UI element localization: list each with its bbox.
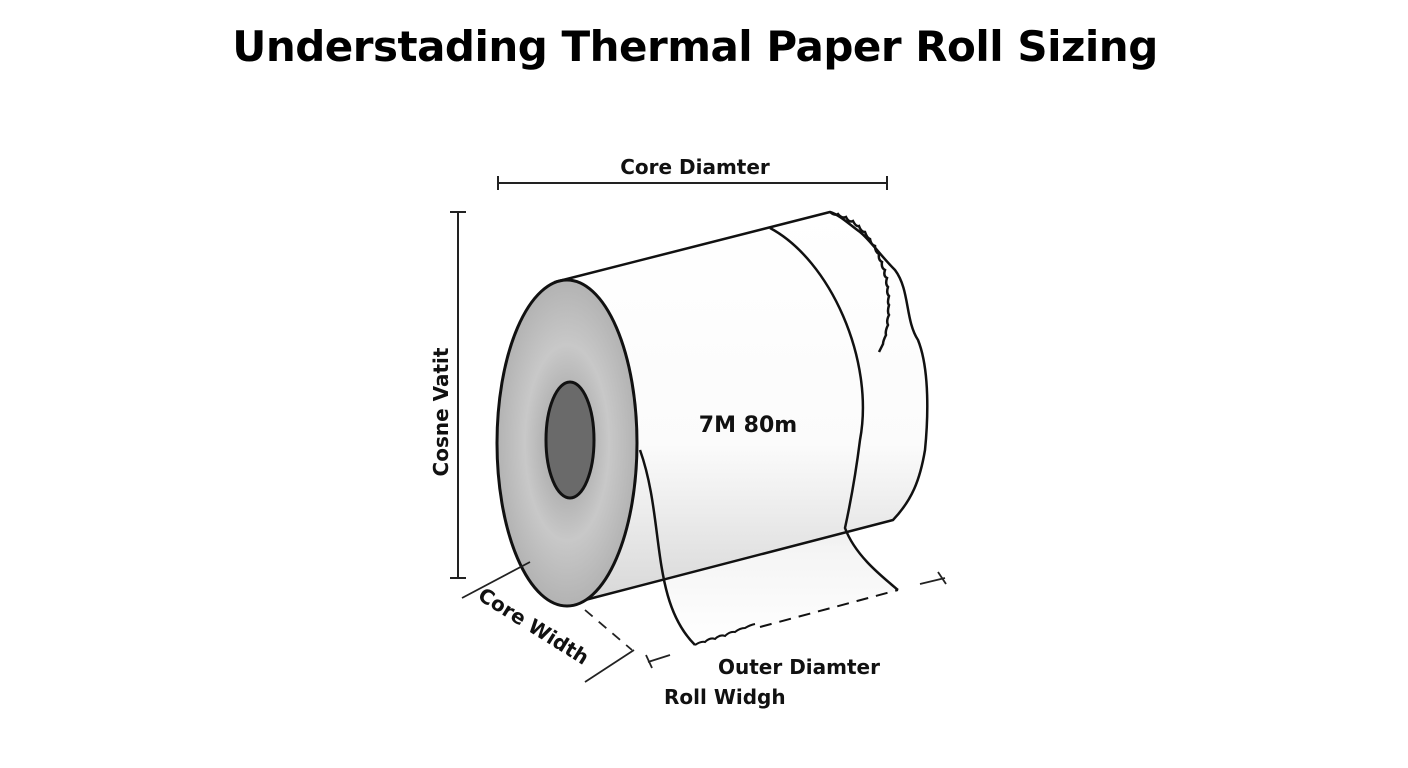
left-dimension-label: Cosne Vatit: [429, 347, 453, 476]
paper-left-edge: [638, 449, 696, 646]
roll-inner-edge: [769, 226, 899, 591]
paper-dashed-edge: [759, 589, 899, 628]
roll-width-label: Roll Widgh: [664, 685, 786, 709]
paper-bottom-edge: [694, 623, 756, 646]
top-dimension-label: Core Diamter: [620, 155, 770, 179]
core-width-dimension-line: [461, 561, 635, 683]
left-dimension-line: [450, 211, 466, 579]
roll-body: [553, 210, 929, 602]
outer-dimension-line: [645, 571, 947, 669]
top-dimension-line: [497, 176, 888, 190]
diagram-title: Understading Thermal Paper Roll Sizing: [232, 22, 1158, 71]
roll-right-edge-wavy: [829, 211, 891, 353]
outer-diameter-label: Outer Diamter: [718, 655, 880, 679]
roll-core-hole: [544, 380, 596, 500]
roll-center-label: 7M 80m: [699, 413, 797, 438]
